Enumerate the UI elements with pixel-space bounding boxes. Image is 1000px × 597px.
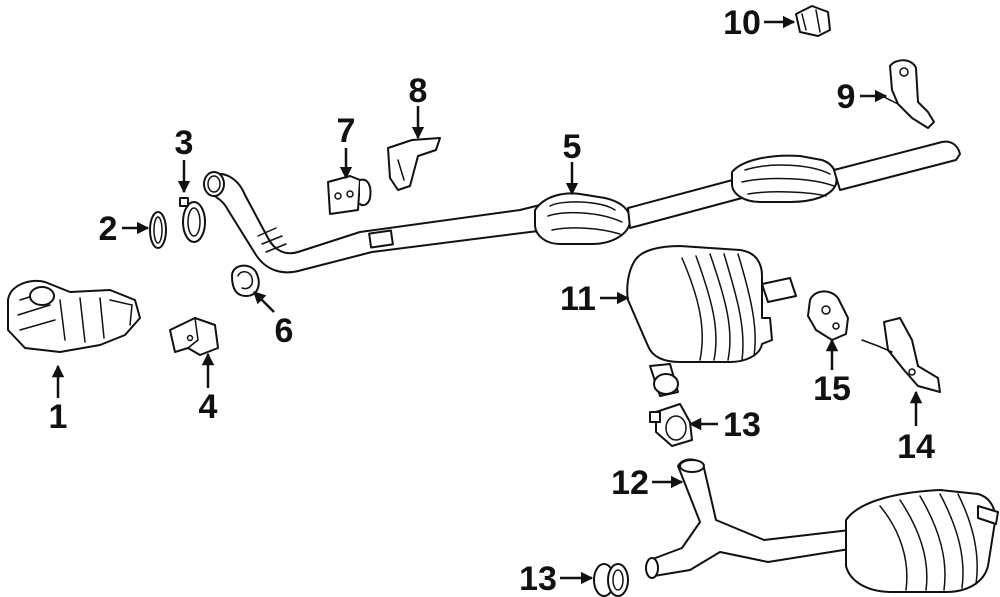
callout-15: 15 — [813, 370, 851, 408]
part-14-bracket[interactable] — [861, 317, 941, 393]
part-1-catalytic-converter[interactable] — [7, 280, 141, 353]
part-7-mount-bracket[interactable] — [327, 175, 372, 215]
part-15-hanger[interactable] — [807, 290, 849, 341]
part-6-hanger[interactable] — [231, 264, 260, 297]
callout-3: 3 — [175, 124, 194, 162]
callout-arrows — [51, 15, 923, 585]
callout-13-upper: 13 — [723, 406, 761, 444]
callout-4: 4 — [199, 388, 218, 426]
callout-labels: 1 2 3 4 5 6 7 8 9 10 11 12 13 13 14 15 — [49, 4, 935, 597]
part-3-clamp[interactable] — [179, 197, 206, 243]
callout-8: 8 — [409, 72, 428, 110]
part-13-clamp-upper[interactable] — [649, 403, 693, 447]
callout-11: 11 — [560, 280, 596, 318]
callout-1: 1 — [49, 398, 68, 436]
callout-9: 9 — [837, 78, 856, 116]
callout-10: 10 — [723, 4, 761, 42]
part-12-y-pipe[interactable] — [645, 458, 999, 593]
part-5-front-pipe[interactable] — [203, 140, 961, 274]
callout-7: 7 — [337, 112, 356, 150]
part-4-bracket[interactable] — [169, 317, 219, 356]
part-11-muffler[interactable] — [626, 245, 797, 397]
part-10-clip[interactable] — [795, 5, 831, 37]
part-8-heat-shield[interactable] — [387, 137, 441, 191]
callout-13-lower: 13 — [519, 560, 557, 597]
part-9-sensor[interactable] — [881, 59, 935, 129]
part-13-clamp-lower[interactable] — [593, 563, 629, 597]
callout-2: 2 — [99, 210, 118, 248]
callout-12: 12 — [611, 464, 649, 502]
part-2-gasket[interactable] — [149, 211, 167, 249]
callout-5: 5 — [563, 128, 582, 166]
callout-14: 14 — [897, 428, 935, 466]
callout-6: 6 — [275, 312, 294, 350]
arrow-6 — [253, 291, 275, 313]
